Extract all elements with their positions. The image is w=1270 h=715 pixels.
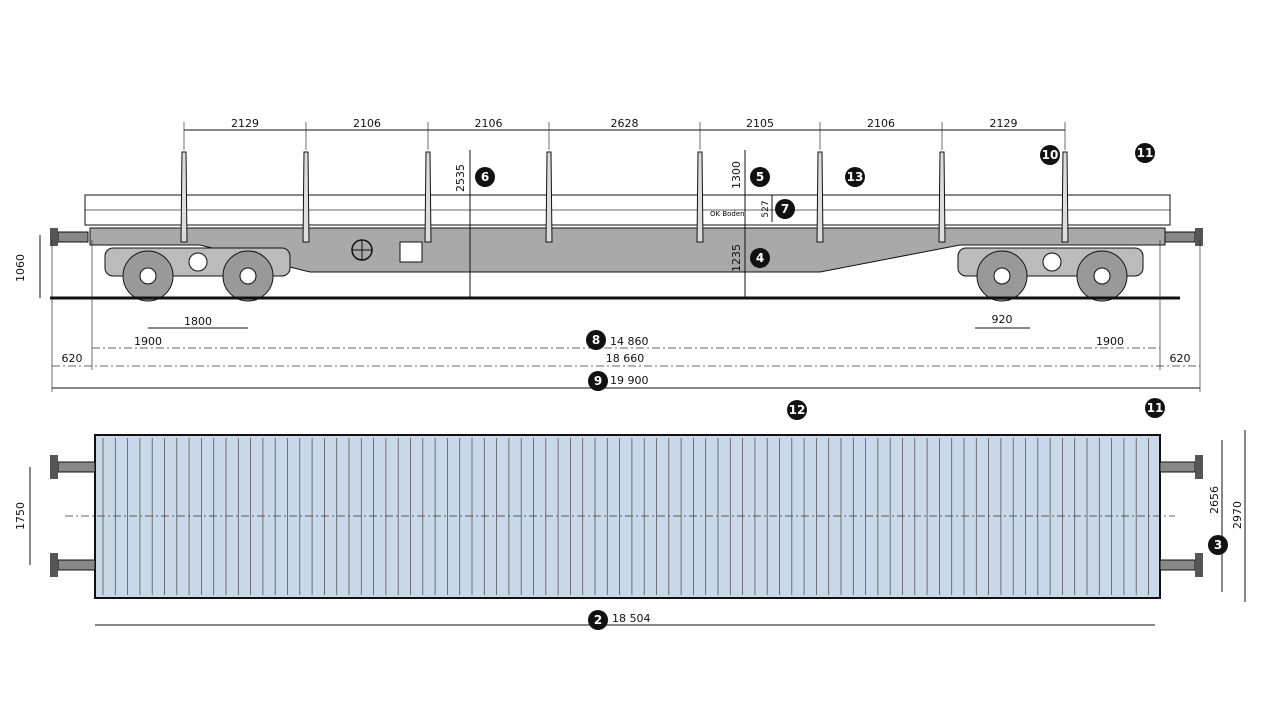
floor-reference-label: OK Boden: [710, 210, 745, 218]
stake: [545, 151, 553, 243]
svg-text:5: 5: [756, 170, 764, 184]
bogie-wheelbase-label: 1800: [184, 315, 212, 328]
bogie-right: [957, 247, 1144, 302]
svg-text:11: 11: [1147, 401, 1164, 415]
buffer-right: [1164, 228, 1203, 246]
outer-width-label: 2970: [1231, 501, 1244, 529]
callout-3: 3: [1208, 535, 1228, 555]
callout-2: 2: [588, 610, 608, 630]
bogie-centres-label: 14 860: [610, 335, 649, 348]
stake: [424, 151, 432, 243]
stake-spacing-label: 2129: [231, 117, 259, 130]
data-panel: [399, 241, 423, 263]
callout-13: 13: [845, 167, 865, 187]
bogie-left: [104, 247, 291, 302]
buffer-left: [50, 228, 89, 246]
svg-text:8: 8: [592, 333, 600, 347]
deck-plan: [94, 434, 1161, 599]
stake-spacing-label: 2105: [746, 117, 774, 130]
svg-text:9: 9: [594, 374, 602, 388]
svg-text:7: 7: [781, 202, 789, 216]
svg-text:6: 6: [481, 170, 489, 184]
inner-width-label: 2656: [1208, 486, 1221, 514]
stake-top-height-label: 2535: [454, 164, 467, 192]
length-over-buffers-label: 19 900: [610, 374, 649, 387]
deck-planks: [102, 438, 1149, 595]
callout-8: 8: [586, 330, 606, 350]
svg-text:4: 4: [756, 251, 764, 265]
callout-11-plan: 11: [1145, 398, 1165, 418]
callout-5: 5: [750, 167, 770, 187]
stake: [816, 151, 824, 243]
callout-7: 7: [775, 199, 795, 219]
stake: [1061, 151, 1069, 243]
stake-spacing-label: 2106: [867, 117, 895, 130]
callout-11: 11: [1135, 143, 1155, 163]
stake-height-label: 1300: [730, 161, 743, 189]
callout-9: 9: [588, 371, 608, 391]
plan-buffers: [50, 455, 1203, 577]
callout-12: 12: [787, 400, 807, 420]
overhang-right-label: 1900: [1096, 335, 1124, 348]
stake-spacing-label: 2628: [611, 117, 639, 130]
stake: [302, 151, 310, 243]
side-view: 2129 2106 2106 2628 2105 2106 2129: [14, 117, 1203, 392]
buffer-end-left-label: 620: [62, 352, 83, 365]
overhang-left-label: 1900: [134, 335, 162, 348]
callout-4: 4: [750, 248, 770, 268]
callout-10: 10: [1040, 145, 1060, 165]
svg-text:10: 10: [1042, 148, 1059, 162]
stake: [938, 151, 946, 243]
stake: [180, 151, 188, 243]
wheel-diameter-label: 920: [992, 313, 1013, 326]
stake: [696, 151, 704, 243]
svg-text:13: 13: [847, 170, 864, 184]
callout-6: 6: [475, 167, 495, 187]
loading-length-label: 18 504: [612, 612, 651, 625]
stake-spacing-label: 2129: [990, 117, 1018, 130]
stake-spacing-label: 2106: [475, 117, 503, 130]
svg-text:3: 3: [1214, 538, 1222, 552]
floor-height-label: 1235: [730, 244, 743, 272]
svg-text:2: 2: [594, 613, 602, 627]
stake-spacing-label: 2106: [353, 117, 381, 130]
plan-view: 1750 2656 2970 18 504: [14, 430, 1246, 626]
svg-text:11: 11: [1137, 146, 1154, 160]
buffer-height-label: 1060: [14, 254, 27, 282]
buffer-end-right-label: 620: [1170, 352, 1191, 365]
side-height-label: 527: [761, 200, 771, 217]
buffer-spacing-label: 1750: [14, 502, 27, 530]
svg-text:12: 12: [789, 403, 806, 417]
underframe-length-label: 18 660: [606, 352, 645, 365]
